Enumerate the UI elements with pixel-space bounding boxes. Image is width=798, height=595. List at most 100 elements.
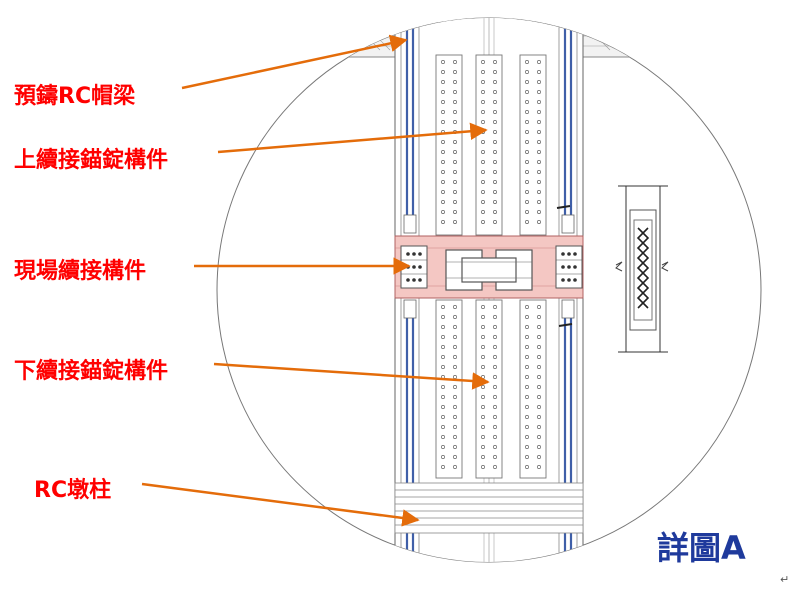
- bolt-hole: [493, 365, 497, 369]
- bolt-hole: [441, 345, 445, 349]
- bolt-hole: [453, 425, 457, 429]
- bolt-hole: [537, 385, 541, 389]
- bolt-hole: [441, 435, 445, 439]
- bolt-hole: [525, 305, 529, 309]
- bolt-hole: [493, 70, 497, 74]
- bolt-hole: [441, 180, 445, 184]
- bolt-hole: [493, 465, 497, 469]
- bolt-hole: [481, 365, 485, 369]
- bolt-hole: [441, 305, 445, 309]
- bolt-hole: [537, 465, 541, 469]
- bolt-hole: [525, 130, 529, 134]
- bolt-hole: [537, 325, 541, 329]
- bolt-hole: [441, 425, 445, 429]
- bolt-hole: [525, 455, 529, 459]
- bolt-hole: [493, 455, 497, 459]
- bolt-hole: [441, 210, 445, 214]
- bolt-hole: [537, 395, 541, 399]
- arrow-rc-column: [141, 482, 420, 527]
- bolt-hole: [441, 110, 445, 114]
- bolt-hole: [525, 150, 529, 154]
- bolt-hole: [453, 120, 457, 124]
- bolt-hole: [525, 180, 529, 184]
- bolt-hole: [537, 120, 541, 124]
- bolt-hole: [525, 70, 529, 74]
- bolt-hole: [441, 220, 445, 224]
- bolt-hole: [453, 315, 457, 319]
- bolt-hole: [441, 325, 445, 329]
- bolt-hole: [525, 90, 529, 94]
- bolt-hole: [441, 160, 445, 164]
- bolt-hole: [537, 210, 541, 214]
- bolt-hole: [441, 355, 445, 359]
- bolt-hole: [537, 190, 541, 194]
- bolt-hole: [453, 60, 457, 64]
- bolt-hole: [481, 190, 485, 194]
- bolt-hole: [537, 455, 541, 459]
- bolt-hole: [481, 90, 485, 94]
- bolt-hole: [525, 190, 529, 194]
- bolt-hole: [525, 345, 529, 349]
- bolt-hole: [537, 140, 541, 144]
- bolt-hole: [525, 210, 529, 214]
- bolt-hole: [525, 325, 529, 329]
- bolt-hole: [537, 375, 541, 379]
- bolt-hole: [525, 160, 529, 164]
- bolt-hole: [481, 140, 485, 144]
- bolt-hole: [537, 335, 541, 339]
- bolt-hole: [493, 405, 497, 409]
- bolt-hole: [441, 365, 445, 369]
- bolt-hole: [525, 425, 529, 429]
- bolt-hole: [525, 80, 529, 84]
- bolt-hole: [481, 355, 485, 359]
- column-elevation: [217, 18, 761, 562]
- bolt-hole: [493, 80, 497, 84]
- bolt-hole: [537, 80, 541, 84]
- bolt-hole: [453, 435, 457, 439]
- bolt-hole: [453, 150, 457, 154]
- bolt-hole: [453, 415, 457, 419]
- bolt-hole: [441, 70, 445, 74]
- arrow-lower-splice: [213, 362, 490, 390]
- bolt-hole: [493, 375, 497, 379]
- bolt-hole: [493, 435, 497, 439]
- arrow-cap-beam: [181, 34, 408, 90]
- bolt-hole: [453, 395, 457, 399]
- paragraph-mark: ↵: [780, 573, 790, 586]
- bolt-hole: [453, 210, 457, 214]
- bolt-hole: [537, 160, 541, 164]
- bolt-hole: [493, 150, 497, 154]
- bolt-hole: [481, 170, 485, 174]
- bolt-hole: [525, 100, 529, 104]
- bolt-hole: [525, 465, 529, 469]
- bolt-hole: [493, 110, 497, 114]
- label-rc-pier-column: RC墩柱: [34, 478, 112, 503]
- bolt-hole: [537, 60, 541, 64]
- bolt-hole: [441, 455, 445, 459]
- bolt-hole: [493, 335, 497, 339]
- bolt-hole: [525, 355, 529, 359]
- bolt-hole: [453, 190, 457, 194]
- bolt-hole: [453, 465, 457, 469]
- bolt-hole: [493, 395, 497, 399]
- bolt-hole: [481, 405, 485, 409]
- bolt-hole: [493, 160, 497, 164]
- detail-title: 詳圖A: [657, 529, 746, 567]
- bolt-hole: [481, 445, 485, 449]
- bolt-hole: [453, 385, 457, 389]
- bolt-hole: [481, 220, 485, 224]
- bolt-hole: [481, 325, 485, 329]
- bolt-hole: [493, 180, 497, 184]
- bolt-hole: [481, 80, 485, 84]
- label-field-splice: 現場續接構件: [14, 259, 147, 284]
- bolt-hole: [453, 355, 457, 359]
- bolt-hole: [441, 405, 445, 409]
- label-lower-splice-anchor: 下續接錨錠構件: [14, 359, 169, 384]
- bolt-hole: [525, 365, 529, 369]
- bolt-hole: [453, 170, 457, 174]
- bolt-hole: [441, 80, 445, 84]
- bolt-hole: [441, 190, 445, 194]
- bolt-hole: [481, 160, 485, 164]
- bolt-hole: [525, 315, 529, 319]
